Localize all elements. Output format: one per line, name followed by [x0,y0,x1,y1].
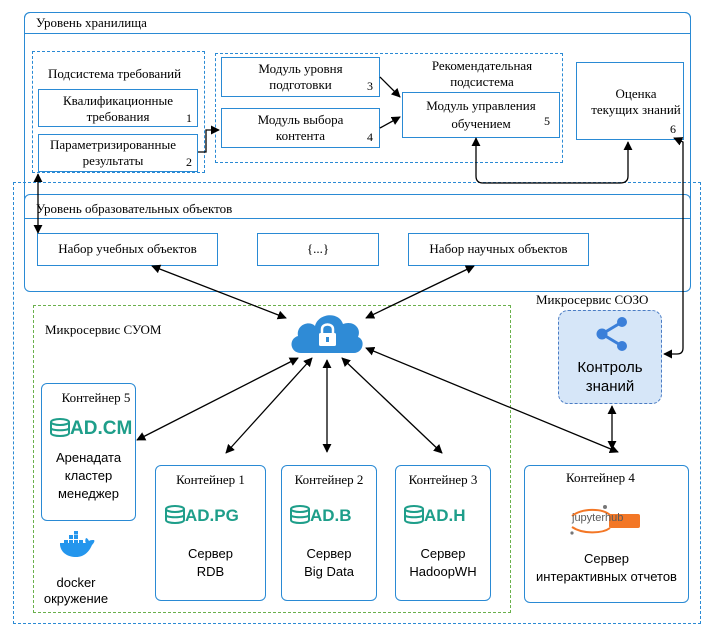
parametrized-results-line2: результаты [82,153,144,168]
container-3-title: Контейнер 3 [408,472,478,487]
current-knowledge-assessment-box [576,62,684,140]
arenadata-db-icon [290,505,310,524]
container-2-logo: AD.B [310,506,352,525]
content-selection-module-line2: контента [275,128,326,143]
container-2-line1: Сервер [306,546,352,561]
container-2-line2: Big Data [304,564,354,579]
educational-objects-level-header [24,194,691,219]
requirements-subsystem [32,51,205,173]
container-1-title: Контейнер 1 [176,472,245,487]
content-selection-module-number: 4 [367,130,373,144]
docker-label-line1: docker [56,575,96,590]
container-4-line1: Сервер [583,551,630,566]
storage-level-title: Уровень хранилища [36,15,147,30]
parametrized-results-box [38,134,198,172]
learning-management-module-box [402,92,560,138]
learning-management-module-line1: Модуль управления [426,98,536,113]
jupyterhub-logo-icon [570,505,640,535]
storage-level-header [24,12,691,34]
learning-objects-set-label: Набор учебных объектов [58,241,197,256]
educational-objects-level-title: Уровень образовательных объектов [36,201,233,216]
container-4-logo: jupyterhub [572,512,624,524]
other-objects-set [257,233,379,266]
preparation-module-number: 3 [367,79,373,93]
preparation-module-box [221,57,380,97]
qualification-requirements-box [38,89,198,127]
content-selection-module-line1: Модуль выбора [257,112,344,127]
preparation-module-line1: Модуль уровня [258,61,343,76]
qualification-requirements-number: 1 [186,111,192,125]
soz-microservice-title: Микросервис СОЗО [536,292,649,307]
container-3-logo: AD.H [424,506,466,525]
current-knowledge-assessment-line1: Оценка [615,86,657,101]
qualification-requirements-line2: требования [86,109,150,124]
preparation-module-line2: подготовки [269,77,332,92]
current-knowledge-assessment-number: 6 [670,122,676,136]
learning-objects-set [37,233,218,266]
container-4 [524,465,689,603]
container-5 [41,383,136,521]
container-4-line2: интерактивных отчетов [536,569,677,584]
arenadata-db-icon [50,418,70,437]
arenadata-db-icon [404,505,424,524]
parametrized-results-number: 2 [186,155,192,169]
requirements-subsystem-title: Подсистема требований [48,66,182,81]
container-5-title: Контейнер 5 [61,390,131,405]
learning-management-module-number: 5 [544,114,550,128]
recommender-subsystem-title1: Рекомендательная [431,58,533,73]
docker-icon [60,531,95,557]
learning-management-module-line2: обучением [451,116,511,131]
container-2-title: Контейнер 2 [294,472,364,487]
outer-frame [13,182,701,624]
content-selection-module-box [221,108,380,148]
container-5-line2: кластер [64,468,113,483]
container-3-line1: Сервер [420,546,466,561]
container-5-line3: менеджер [57,486,120,501]
scientific-objects-set [408,233,589,266]
share-icon [596,317,627,351]
knowledge-control-line2: знаний [585,378,635,395]
parametrized-results-line1: Параметризированные [50,137,176,152]
scientific-objects-set-label: Набор научных объектов [429,241,568,256]
container-1-logo: AD.PG [185,506,239,525]
container-3-line2: HadoopWH [409,564,477,579]
container-2 [281,465,377,601]
container-1-line1: Сервер [187,546,234,561]
container-5-line1: Аренадата [55,450,122,465]
container-3 [395,465,491,601]
container-4-title: Контейнер 4 [566,470,635,485]
current-knowledge-assessment-line2: текущих знаний [591,102,681,117]
suom-microservice-title: Микросервис СУОМ [45,322,162,337]
other-objects-set-label: {...} [306,241,330,256]
modules-group [215,53,563,163]
docker-label-line2: окружение [43,591,109,606]
recommender-subsystem-title2: подсистема [450,74,514,89]
qualification-requirements-line1: Квалификационные [62,93,174,108]
arenadata-db-icon [165,505,185,524]
container-1-line2: RDB [196,564,225,579]
knowledge-control-line1: Контроль [577,359,643,376]
secure-cloud-icon [291,315,363,353]
container-5-logo: AD.CM [70,418,133,439]
container-1 [155,465,266,601]
